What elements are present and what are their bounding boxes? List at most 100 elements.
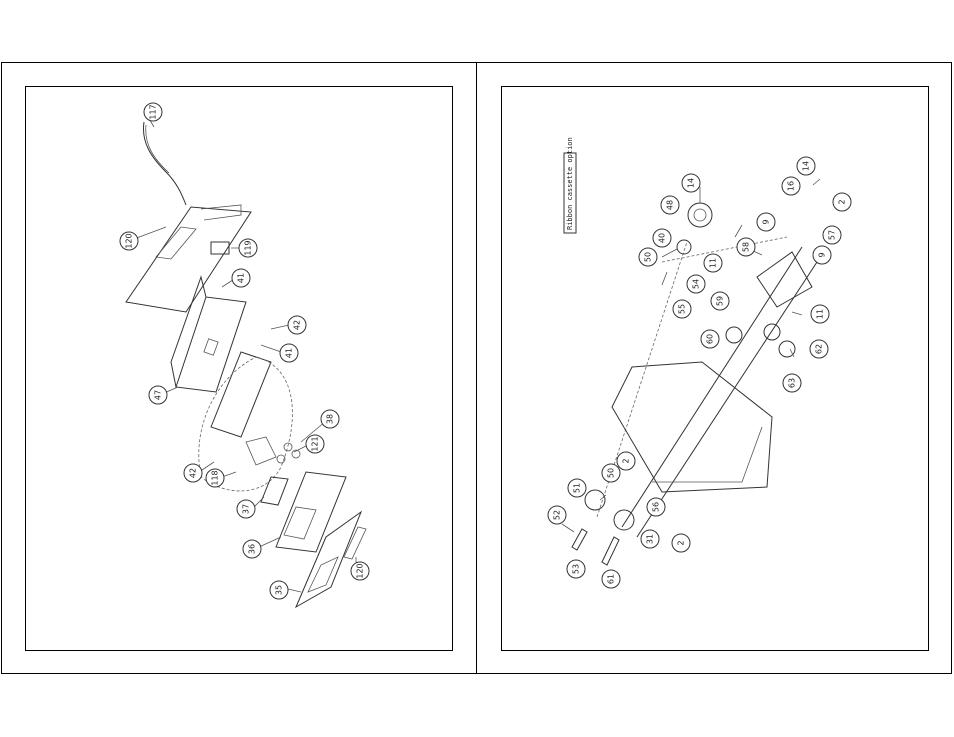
callout-label: 63 [788, 378, 797, 388]
pin-61 [602, 537, 619, 565]
callout-balloon: 52 [548, 506, 566, 524]
callout-balloon: 53 [567, 560, 585, 578]
callout-balloon: 35 [270, 581, 288, 599]
housing-box-side [171, 277, 206, 387]
leader-line [792, 312, 802, 315]
callout-label: 11 [709, 258, 718, 268]
gear-62 [764, 324, 795, 357]
callout-label: 50 [644, 252, 653, 262]
callout-label: 38 [326, 414, 335, 424]
back-plate-bracket [201, 205, 241, 220]
cable-line-2 [146, 125, 169, 173]
callout-label: 56 [652, 502, 661, 512]
callout-balloon: 9 [757, 213, 775, 231]
housing-slot [204, 339, 218, 356]
leader-line [662, 249, 677, 257]
callout-label: 47 [154, 390, 163, 400]
left-diagram-frame: 117 120 119 41 42 41 47 38 121 42 118 37… [25, 86, 453, 651]
leader-line [735, 225, 742, 237]
callout-label: 62 [815, 344, 824, 354]
callout-label: 11 [816, 309, 825, 319]
ribbon-cassette-note: Ribbon cassette option [566, 137, 574, 230]
callout-label: 60 [706, 334, 715, 344]
leader-line [271, 325, 289, 329]
plate-58 [757, 252, 812, 307]
callout-label: 14 [687, 178, 696, 188]
callout-label: 119 [244, 240, 253, 255]
callout-balloon: 2 [672, 534, 690, 552]
callout-label: 118 [211, 470, 220, 485]
callout-label: 9 [818, 252, 827, 257]
callout-balloon: 42 [288, 316, 306, 334]
callout-label: 36 [248, 544, 257, 554]
callout-balloon: 119 [239, 239, 257, 257]
callout-balloon: 11 [811, 305, 829, 323]
callout-label: 2 [622, 458, 631, 463]
callout-balloon: 118 [206, 469, 224, 487]
pcb-board [211, 352, 271, 437]
callout-label: 37 [242, 504, 251, 514]
callout-label: 14 [802, 161, 811, 171]
callout-label: 120 [125, 233, 134, 248]
callout-balloon: 36 [243, 540, 261, 558]
callout-balloon: 50 [639, 248, 657, 266]
right-callouts: 14 14 16 2 48 9 57 40 58 9 50 11 54 59 1… [548, 157, 851, 588]
callout-balloon: 31 [641, 530, 659, 548]
callout-label: 53 [572, 564, 581, 574]
callout-label: 41 [285, 348, 294, 358]
callout-label: 35 [275, 585, 284, 595]
display-module [246, 437, 276, 465]
callout-label: 51 [573, 483, 582, 493]
callout-balloon: 2 [833, 193, 851, 211]
callout-balloon: 38 [321, 410, 339, 428]
callout-label: 2 [838, 199, 847, 204]
callout-balloon: 117 [144, 103, 162, 121]
callout-balloon: 59 [711, 292, 729, 310]
callout-label: 41 [237, 273, 246, 283]
gear-31 [614, 510, 634, 530]
callout-balloon: 56 [647, 498, 665, 516]
front-panel [296, 512, 361, 607]
gear-51 [585, 490, 605, 510]
callout-balloon: 58 [737, 238, 755, 256]
callout-balloon: 11 [704, 254, 722, 272]
callout-label: 31 [646, 534, 655, 544]
bezel-window [284, 507, 316, 539]
leader-line [562, 524, 574, 532]
callout-balloon: 120 [120, 232, 138, 250]
callout-label: 40 [658, 233, 667, 243]
cable-line [143, 122, 186, 205]
gear-48 [688, 203, 712, 227]
callout-label: 48 [666, 200, 675, 210]
main-frame-body [612, 362, 772, 492]
callout-balloon: 48 [661, 196, 679, 214]
callout-label: 9 [762, 219, 771, 224]
callout-balloon: 16 [782, 177, 800, 195]
callout-label: 16 [787, 181, 796, 191]
right-exploded-diagram: Ribbon cassette option 14 14 [502, 87, 930, 652]
callout-balloon: 50 [602, 464, 620, 482]
leader-line [134, 227, 166, 239]
callout-balloon: 9 [813, 246, 831, 264]
callout-balloon: 63 [783, 374, 801, 392]
callout-balloon: 61 [602, 570, 620, 588]
callout-balloon: 41 [232, 269, 250, 287]
leader-line [662, 272, 667, 285]
callout-label: 2 [677, 540, 686, 545]
callout-label: 59 [716, 296, 725, 306]
callout-label: 117 [149, 104, 158, 119]
callout-label: 120 [356, 563, 365, 578]
callout-balloon: 57 [823, 226, 841, 244]
callout-label: 42 [293, 320, 302, 330]
callout-balloon: 51 [568, 479, 586, 497]
callout-label: 50 [607, 468, 616, 478]
connector-119 [211, 242, 229, 254]
callout-label: 61 [607, 574, 616, 584]
back-plate-window [156, 227, 196, 259]
callout-balloon: 41 [280, 344, 298, 362]
left-callouts: 117 120 119 41 42 41 47 38 121 42 118 37… [120, 103, 369, 599]
callout-balloon: 62 [810, 340, 828, 358]
callout-balloon: 14 [797, 157, 815, 175]
callout-label: 57 [828, 230, 837, 240]
callout-balloon: 2 [617, 452, 635, 470]
